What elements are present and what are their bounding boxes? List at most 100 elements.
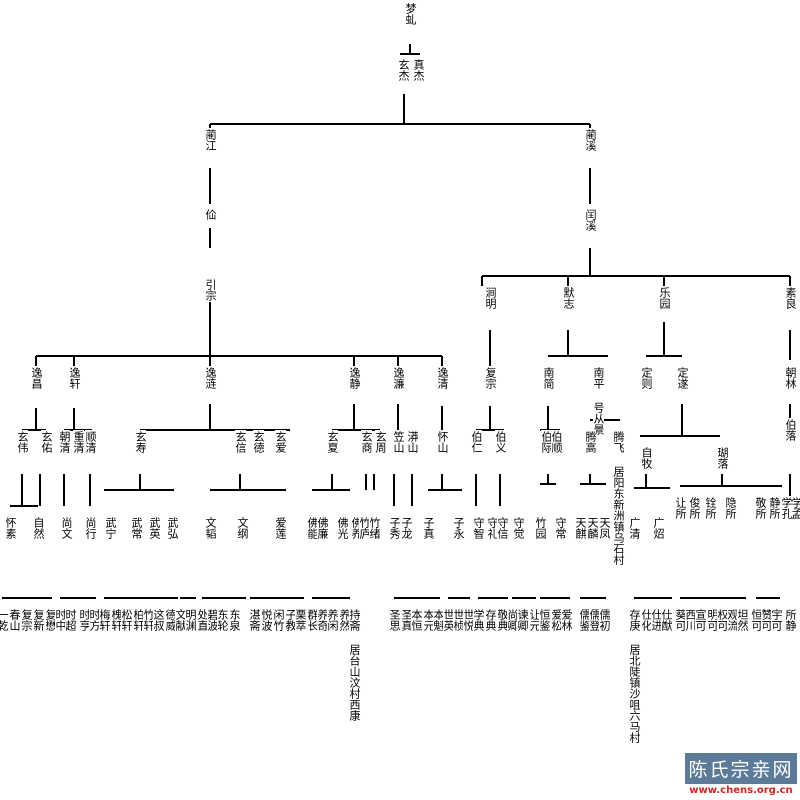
person-node-fuxin: 复新 bbox=[32, 608, 45, 632]
connector-line bbox=[646, 355, 682, 357]
person-node-folian: 佛廉 bbox=[316, 516, 329, 540]
connector-line bbox=[481, 276, 483, 286]
connector-line bbox=[548, 355, 608, 357]
connector-line bbox=[448, 597, 470, 599]
person-node-leyuan: 乐园 bbox=[658, 286, 671, 310]
connector-line bbox=[428, 489, 462, 491]
connector-line bbox=[22, 429, 46, 431]
person-node-shifang: 时方 bbox=[88, 608, 101, 632]
person-node-shiheng: 时亨 bbox=[78, 608, 91, 632]
person-node-boxuan: 柏轩 bbox=[132, 608, 145, 632]
person-node-yichang: 逸昌 bbox=[30, 366, 43, 390]
person-node-jingsuo2: 静所 bbox=[768, 496, 781, 520]
person-node-xichuan: 西川 bbox=[684, 608, 697, 632]
connector-line bbox=[10, 505, 38, 507]
person-node-yinzong: 引宗 bbox=[204, 278, 217, 302]
connector-line bbox=[489, 406, 491, 430]
person-node-tengfei: 腾飞 居阳东新洲镇乌石村 bbox=[612, 430, 625, 566]
person-node-boyi: 伯义 bbox=[494, 430, 507, 454]
person-node-xuanyou: 玄佑 bbox=[40, 430, 53, 454]
connector-line bbox=[547, 474, 549, 484]
person-node-dingsui: 定遂 bbox=[676, 366, 689, 390]
person-node-guangzhao: 广炤 bbox=[652, 516, 665, 540]
person-node-shouli: 守礼 bbox=[486, 516, 499, 540]
connector-line bbox=[478, 597, 508, 599]
person-node-suliang: 素良 bbox=[784, 286, 797, 310]
person-node-huaishan: 怀山 bbox=[436, 430, 449, 454]
person-node-zhuxu: 竹绪 bbox=[368, 516, 381, 540]
person-node-zan: 佡 bbox=[204, 208, 217, 221]
person-node-rujian: 儒鉴 bbox=[578, 608, 591, 632]
person-node-hulu: 瑚落 bbox=[716, 446, 729, 470]
person-node-hengjian: 恒鉴 bbox=[538, 608, 551, 632]
person-node-chizhai: 持斋 居台山汶村西康 bbox=[348, 608, 361, 722]
person-node-tanran: 坦然 bbox=[736, 608, 749, 632]
connector-line bbox=[476, 429, 504, 431]
person-node-rangsuo: 让所 bbox=[674, 496, 687, 520]
connector-line bbox=[589, 248, 591, 276]
person-node-shengzhen: 圣真 bbox=[400, 608, 413, 632]
connector-line bbox=[60, 597, 96, 599]
connector-line bbox=[789, 276, 791, 286]
person-node-xuekong: 学孔 bbox=[780, 496, 793, 520]
person-node-zixiu: 子秀 bbox=[388, 516, 401, 540]
connector-line bbox=[663, 276, 665, 286]
person-node-yixuan: 逸轩 bbox=[68, 366, 81, 390]
person-node-quanke: 权可 bbox=[716, 608, 729, 632]
connector-line bbox=[441, 356, 443, 366]
person-node-donglun: 东轮 bbox=[216, 608, 229, 632]
person-node-yiqing: 逸清 bbox=[436, 366, 449, 390]
person-node-chuzhi: 处直 bbox=[196, 608, 209, 632]
person-node-boshun: 伯顺 bbox=[550, 430, 563, 454]
person-node-shihua: 仕化 bbox=[640, 608, 653, 632]
connector-line bbox=[645, 474, 647, 488]
connector-line bbox=[239, 474, 241, 490]
connector-line bbox=[353, 404, 355, 430]
person-node-chaoqing: 朝清 bbox=[58, 430, 71, 454]
person-node-ruchu: 儒初 bbox=[598, 608, 611, 632]
person-node-wengang: 文纲 bbox=[236, 516, 249, 540]
person-node-foguang: 佛光 bbox=[336, 516, 349, 540]
connector-line bbox=[567, 330, 569, 356]
connector-line bbox=[140, 429, 290, 431]
connector-line bbox=[590, 419, 620, 421]
connector-line bbox=[209, 228, 211, 248]
person-node-boji: 伯际 bbox=[540, 430, 553, 454]
connector-line bbox=[547, 406, 549, 430]
person-node-tianqi: 天麒 bbox=[574, 516, 587, 540]
connector-line bbox=[63, 474, 65, 506]
person-node-xuanshou: 玄寿 bbox=[134, 430, 147, 454]
connector-line bbox=[210, 489, 286, 491]
connector-line bbox=[789, 474, 791, 496]
person-node-bibo: 碧波 bbox=[206, 608, 219, 632]
connector-line bbox=[634, 597, 672, 599]
site-watermark: 陈氏宗亲网 www.chens.org.cn bbox=[685, 753, 797, 796]
connector-line bbox=[139, 474, 141, 490]
person-node-shizhen: 世桢 bbox=[452, 608, 465, 632]
person-node-xuande: 玄德 bbox=[252, 430, 265, 454]
person-node-yilian2: 逸濂 bbox=[392, 366, 405, 390]
connector-line bbox=[589, 168, 591, 204]
connector-line bbox=[540, 483, 556, 485]
person-node-boluo: 伯落 bbox=[784, 418, 797, 442]
person-node-qianxi: 蔺溪 bbox=[584, 128, 597, 152]
connector-line bbox=[394, 597, 440, 599]
person-node-shouzhi: 守智 bbox=[472, 516, 485, 540]
person-node-fuzong: 复宗 bbox=[484, 366, 497, 390]
connector-line bbox=[36, 355, 442, 357]
person-node-rangyuan: 让元 bbox=[528, 608, 541, 632]
person-node-qunchang: 群长 bbox=[306, 608, 319, 632]
person-node-yilian: 逸涟 bbox=[204, 366, 217, 390]
person-node-benkui: 本魁 bbox=[432, 608, 445, 632]
person-node-sukao: 谏卿 bbox=[516, 608, 529, 632]
connector-line bbox=[489, 330, 491, 366]
person-node-qianjiang: 蔺江 bbox=[204, 128, 217, 152]
connector-line bbox=[209, 124, 211, 130]
connector-line bbox=[209, 404, 211, 430]
person-node-zilong: 子龙 bbox=[400, 516, 413, 540]
connector-line bbox=[409, 44, 411, 54]
person-node-shouchang: 守常 bbox=[554, 516, 567, 540]
person-node-rudeng: 儒登 bbox=[588, 608, 601, 632]
connector-line bbox=[512, 597, 536, 599]
person-node-xuanzhou: 玄周 bbox=[374, 430, 387, 454]
